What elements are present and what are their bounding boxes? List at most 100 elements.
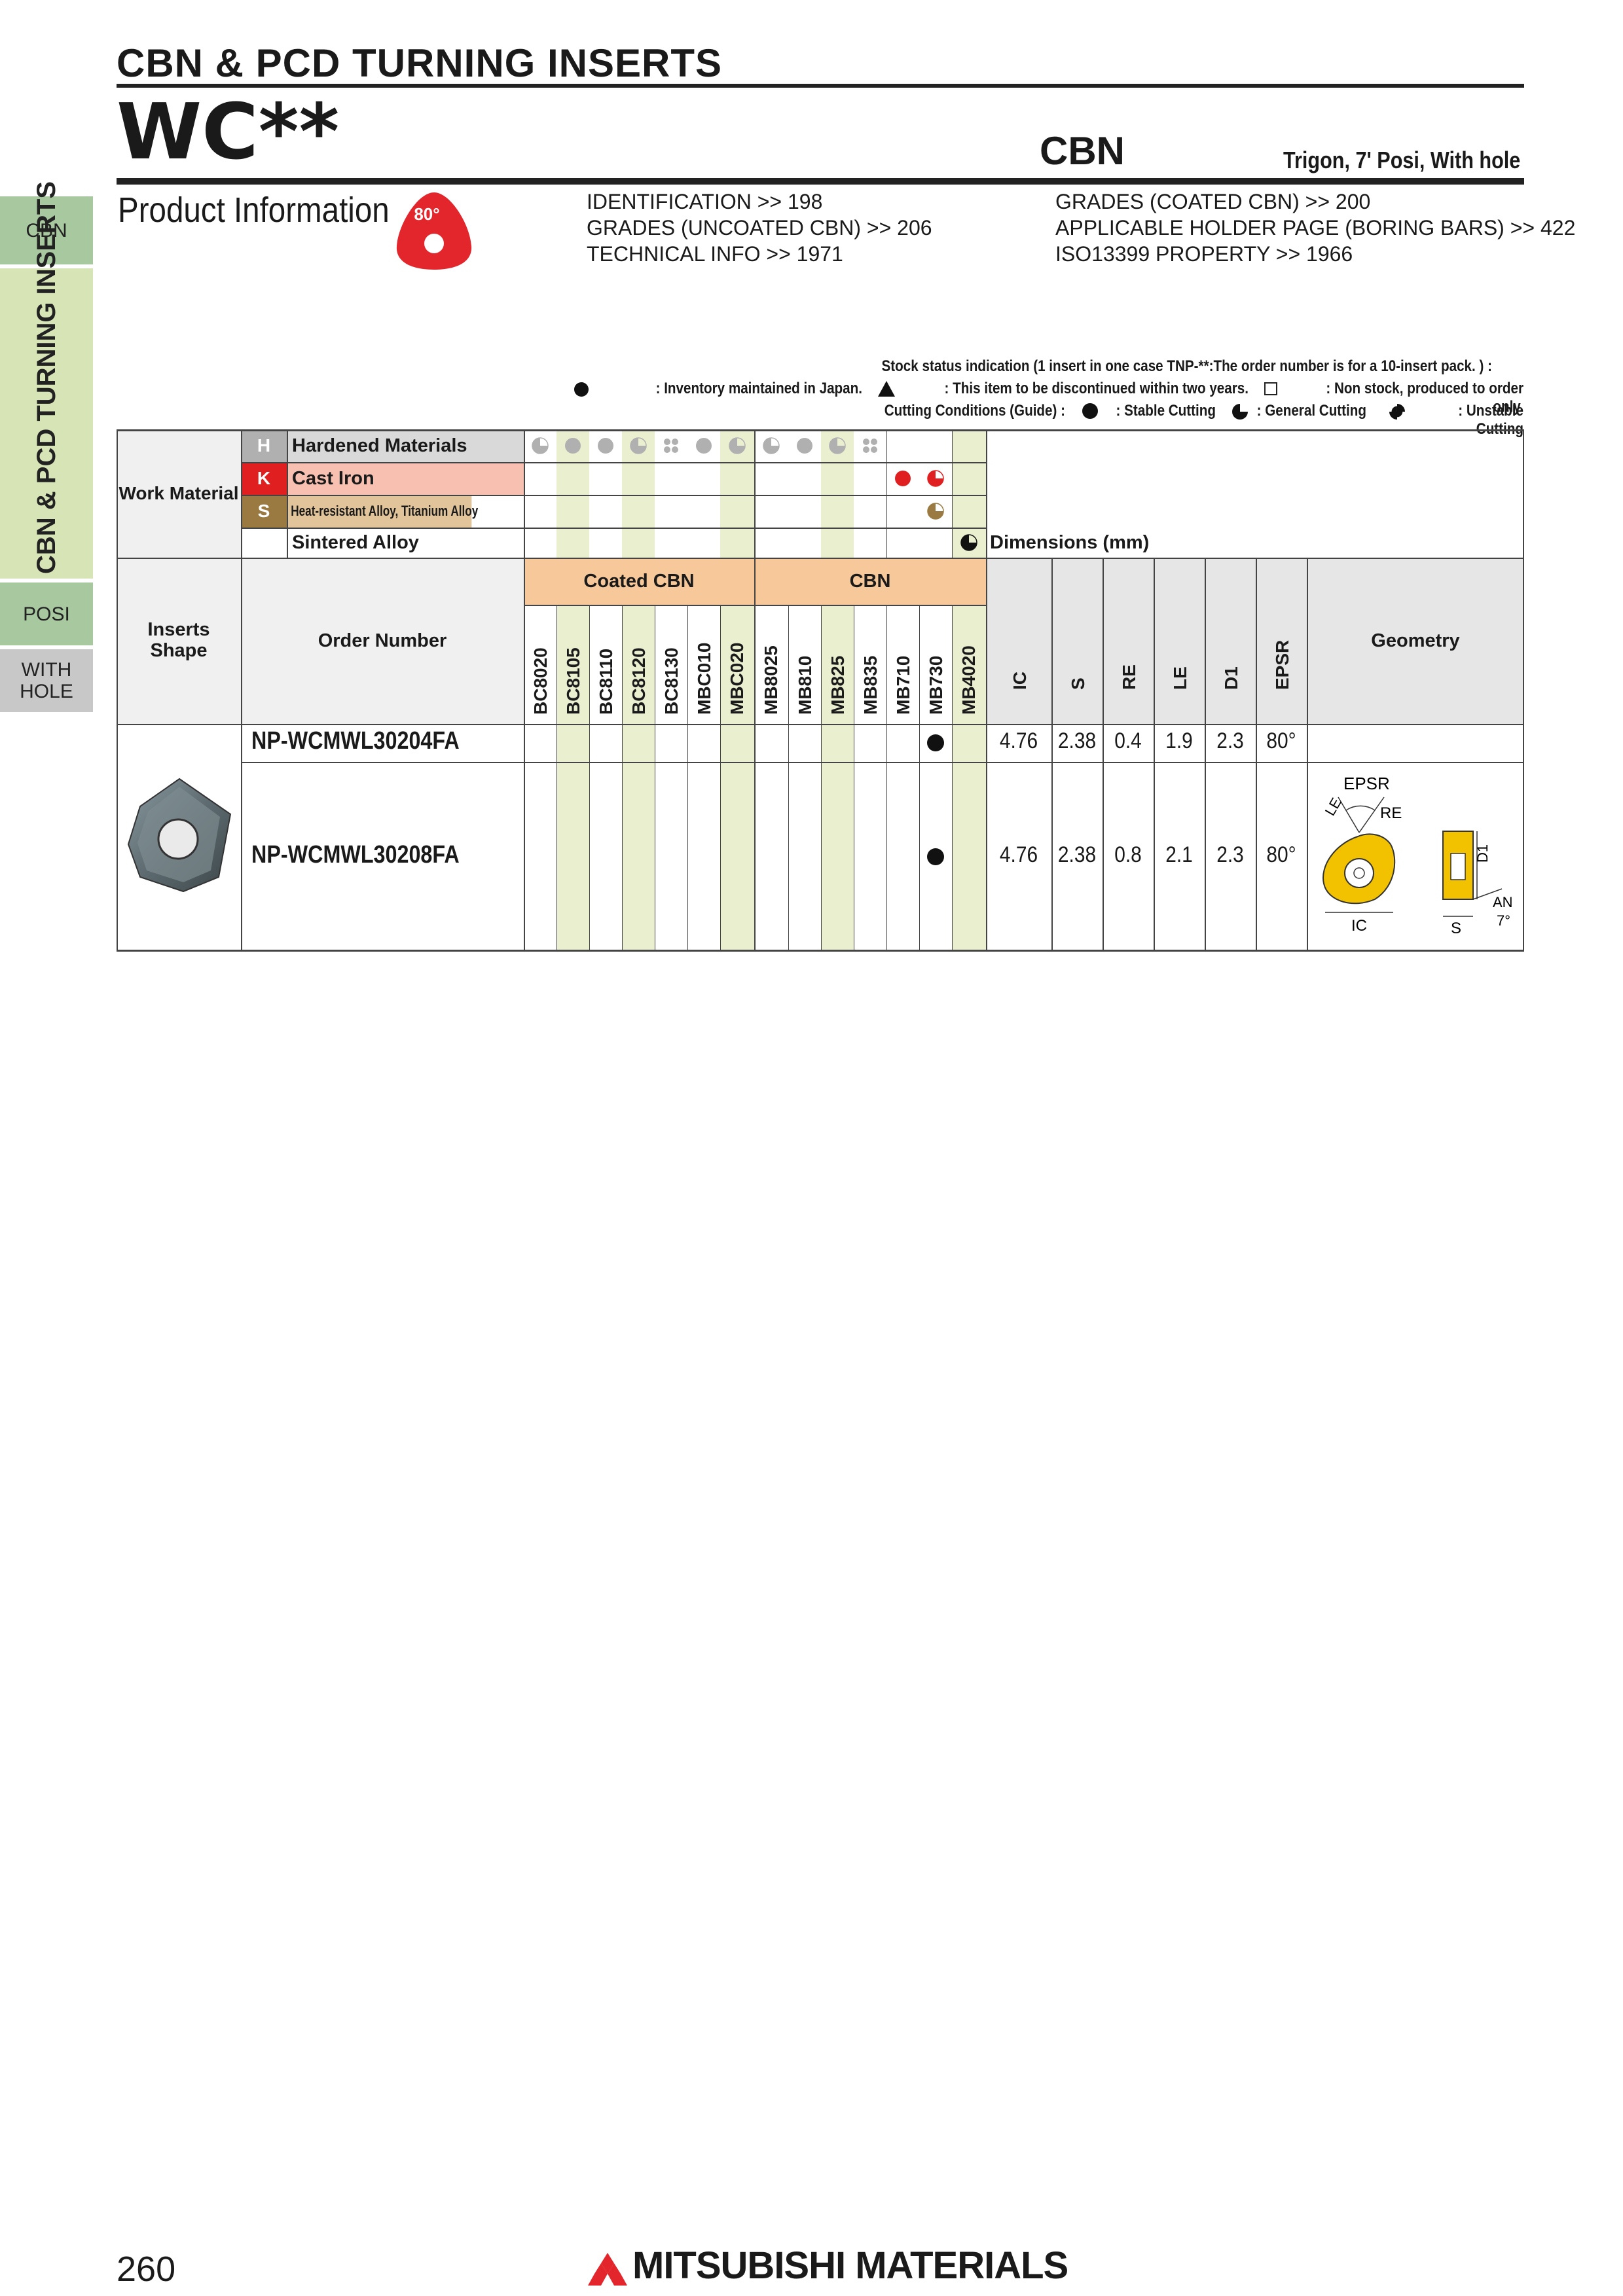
geometry-label: Geometry [1371, 630, 1460, 651]
general-cutting-icon [960, 534, 977, 551]
grade-header: BC8105 [563, 647, 583, 715]
group-header-cbn: CBN [754, 558, 986, 605]
general-cutting-icon [729, 437, 746, 454]
link-iso13399[interactable]: ISO13399 PROPERTY >> 1966 [1055, 242, 1353, 266]
side-tab-posi[interactable]: POSI [0, 583, 93, 645]
dimension-le: 1.9 [1165, 728, 1193, 753]
work-material-label: Work Material [119, 483, 239, 503]
link-holder-page[interactable]: APPLICABLE HOLDER PAGE (BORING BARS) >> … [1055, 216, 1576, 240]
dimension-ic: 4.76 [999, 728, 1038, 753]
dimension-le: 2.1 [1165, 842, 1193, 867]
table-rule [1051, 558, 1053, 952]
general-cutting-icon [763, 437, 780, 454]
stable-cutting-icon [797, 438, 812, 454]
general-cutting-icon [630, 437, 647, 454]
material-name: Sintered Alloy [287, 528, 524, 558]
legend-cutting-line: : Unstable Cutting : General Cutting : S… [476, 402, 1523, 438]
stable-cutting-icon [696, 438, 712, 454]
grade-column-stripe [556, 429, 589, 952]
brand-name: MITSUBISHI MATERIALS [632, 2244, 1068, 2287]
table-rule [241, 762, 1524, 763]
badge-angle: 80° [414, 204, 439, 224]
table-rule [1154, 558, 1155, 952]
material-code-s: S [241, 495, 287, 528]
side-tab-with-hole-label: WITH HOLE [20, 659, 73, 702]
dimension-re: 0.8 [1114, 842, 1142, 867]
dimension-re: 0.4 [1114, 728, 1142, 753]
grade-header: MBC010 [694, 642, 714, 715]
dimension-header: D1 [1221, 666, 1241, 690]
grade-header: MB8025 [761, 645, 781, 715]
dimensions-label: Dimensions (mm) [990, 531, 1150, 553]
side-tab-cbn[interactable]: CBN [0, 196, 93, 264]
grade-column-stripe [720, 429, 754, 952]
legend-non-stock: : Non stock, produced to order only. [1326, 380, 1523, 416]
trigon-80-badge-icon: 80° [396, 192, 472, 270]
grade-header: BC8110 [596, 648, 616, 715]
table-rule [241, 528, 986, 529]
order-header-bg [117, 558, 524, 724]
side-tab-section[interactable]: CBN & PCD TURNING INSERTS [0, 181, 93, 579]
link-identification[interactable]: IDENTIFICATION >> 198 [587, 190, 823, 213]
table-rule [1205, 558, 1206, 952]
material-name: Hardened Materials [287, 429, 524, 462]
side-tab-section-label: CBN & PCD TURNING INSERTS [32, 181, 61, 574]
side-tab-with-hole[interactable]: WITH HOLE [0, 649, 93, 712]
geo-s: S [1451, 920, 1461, 937]
legend-inventory: : Inventory maintained in Japan. [655, 380, 862, 397]
grade-column-stripe [952, 429, 986, 952]
grade-header: MB730 [926, 655, 946, 715]
inventory-dot-icon [574, 382, 589, 397]
general-cutting-icon [927, 503, 944, 520]
grade-header: MB825 [828, 655, 848, 715]
group-cbn-label: CBN [849, 570, 891, 592]
table-rule [1256, 558, 1257, 952]
unstable-cutting-icon [863, 439, 877, 453]
table-rule [1103, 558, 1104, 952]
table-rule [622, 605, 623, 952]
table-rule [241, 429, 242, 952]
table-rule [589, 605, 590, 952]
link-grades-uncoated[interactable]: GRADES (UNCOATED CBN) >> 206 [587, 216, 932, 240]
table-rule [287, 429, 288, 558]
mitsubishi-logo-icon [588, 2253, 627, 2286]
dimension-header: IC [1010, 672, 1030, 690]
table-rule [241, 495, 986, 496]
side-tab-cbn-label: CBN [26, 219, 67, 242]
table-rule [117, 558, 1524, 559]
table-rule [754, 558, 756, 952]
table-rule [754, 429, 756, 558]
dimension-header: RE [1119, 664, 1139, 690]
stable-cutting-icon [895, 471, 911, 486]
material-code-h: H [241, 429, 287, 462]
stable-cutting-icon [565, 438, 581, 454]
material-code-k: K [241, 462, 287, 495]
stable-cutting-icon [1082, 403, 1098, 419]
dimension-header: EPSR [1272, 639, 1292, 690]
discontinued-triangle-icon [878, 381, 895, 397]
dimension-epsr: 80° [1266, 728, 1296, 753]
geo-angle: 7° [1497, 912, 1510, 929]
order-number[interactable]: NP-WCMWL30208FA [251, 841, 460, 869]
order-number[interactable]: NP-WCMWL30204FA [251, 727, 460, 755]
table-rule [886, 429, 887, 558]
group-coated-label: Coated CBN [583, 570, 695, 592]
legend-discontinued: : This item to be discontinued within tw… [944, 380, 1249, 397]
general-cutting-icon [927, 470, 944, 487]
table-rule [821, 605, 822, 952]
non-stock-square-icon [1264, 382, 1277, 395]
table-top-rule [117, 429, 1524, 431]
series-title: WC** [117, 86, 340, 177]
material-name: Cast Iron [287, 462, 524, 495]
link-technical-info[interactable]: TECHNICAL INFO >> 1971 [587, 242, 843, 266]
dimension-header: LE [1170, 666, 1190, 690]
dimension-s: 2.38 [1057, 842, 1097, 867]
dimension-ic: 4.76 [999, 842, 1038, 867]
link-grades-coated[interactable]: GRADES (COATED CBN) >> 200 [1055, 190, 1371, 213]
legend-stock-status: Stock status indication (1 insert in one… [881, 357, 1492, 375]
order-number-label: Order Number [318, 630, 447, 651]
group-header-coated-cbn: Coated CBN [524, 558, 754, 605]
legend-general: : General Cutting [1256, 402, 1366, 420]
